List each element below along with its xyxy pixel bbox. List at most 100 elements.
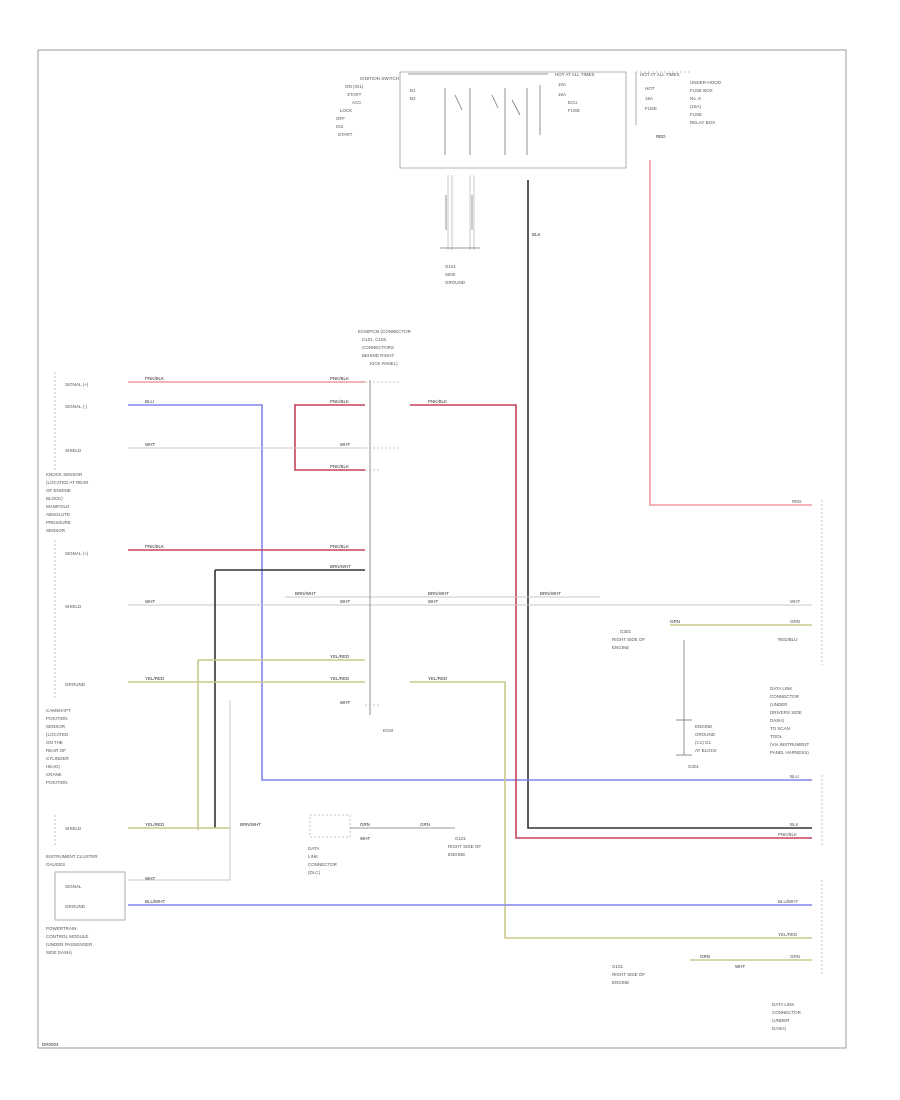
svg-text:GAUGES: GAUGES	[46, 862, 65, 867]
svg-text:G101: G101	[612, 964, 624, 969]
svg-text:RIGHT SIDE OF: RIGHT SIDE OF	[448, 844, 481, 849]
wire-label-red-right: RED	[792, 499, 802, 504]
hot-at-all-times-label-2: HOT AT ALL TIMES	[640, 72, 680, 77]
svg-text:ENGINE: ENGINE	[448, 852, 465, 857]
svg-text:WHT: WHT	[340, 599, 350, 604]
svg-text:BRN/WHT: BRN/WHT	[240, 822, 261, 827]
svg-text:PNK/BLK: PNK/BLK	[428, 399, 447, 404]
diagram-border	[37, 49, 847, 1049]
svg-text:ENGINE: ENGINE	[612, 645, 629, 650]
svg-text:DATA LINK: DATA LINK	[772, 1002, 794, 1007]
svg-text:GROUND: GROUND	[65, 682, 86, 687]
svg-text:15A: 15A	[558, 92, 566, 97]
svg-text:WHT: WHT	[735, 964, 745, 969]
svg-text:YEL/RED: YEL/RED	[778, 932, 798, 937]
svg-text:BLK: BLK	[532, 232, 541, 237]
page-id: DR0004	[42, 1042, 59, 1047]
svg-text:OF ENGINE: OF ENGINE	[46, 488, 71, 493]
svg-text:SIDE: SIDE	[445, 272, 456, 277]
svg-text:SENSOR: SENSOR	[46, 528, 66, 533]
svg-text:SIGNAL (-): SIGNAL (-)	[65, 404, 88, 409]
svg-text:GROUND: GROUND	[65, 904, 86, 909]
svg-text:SIDE DASH): SIDE DASH)	[46, 950, 72, 955]
svg-text:SIGNAL (+): SIGNAL (+)	[65, 551, 89, 556]
svg-text:RELAY BOX: RELAY BOX	[690, 120, 715, 125]
svg-text:WHT: WHT	[340, 700, 350, 705]
svg-text:YEL/RED: YEL/RED	[330, 676, 350, 681]
svg-text:CONNECTORS: CONNECTORS	[362, 345, 394, 350]
ignition-switch-box	[399, 71, 627, 169]
svg-text:ENGINE: ENGINE	[695, 724, 712, 729]
svg-text:GRN: GRN	[790, 619, 800, 624]
svg-text:YEL/RED: YEL/RED	[428, 676, 448, 681]
ecm-label: ECM	[383, 728, 393, 733]
left-component-4	[54, 871, 126, 921]
svg-text:GRN: GRN	[420, 822, 430, 827]
red-power-wire	[649, 160, 812, 506]
svg-text:UNDER-HOOD: UNDER-HOOD	[690, 80, 722, 85]
svg-text:CRANK: CRANK	[46, 772, 62, 777]
svg-text:POSITION: POSITION	[46, 716, 68, 721]
svg-text:B2: B2	[410, 96, 416, 101]
svg-text:GRN: GRN	[700, 954, 710, 959]
black-ground-wire	[527, 180, 812, 829]
svg-text:No. 6: No. 6	[690, 96, 701, 101]
wire-label-blu-1: BLU	[145, 399, 154, 404]
svg-text:MANIFOLD: MANIFOLD	[46, 504, 70, 509]
svg-text:15A: 15A	[645, 96, 653, 101]
ignition-connectors	[440, 175, 480, 250]
svg-text:BLOCK): BLOCK)	[46, 496, 63, 501]
svg-text:BRN/WHT: BRN/WHT	[330, 564, 351, 569]
svg-text:GRN: GRN	[360, 822, 370, 827]
svg-text:BRN/WHT: BRN/WHT	[428, 591, 449, 596]
yellow-wire-3	[410, 681, 812, 939]
svg-text:ECU: ECU	[568, 100, 578, 105]
svg-text:KNOCK SENSOR: KNOCK SENSOR	[46, 472, 83, 477]
svg-text:SENSOR: SENSOR	[46, 724, 66, 729]
svg-text:(UNDER: (UNDER	[770, 702, 788, 707]
svg-text:YEL/RED: YEL/RED	[330, 654, 350, 659]
svg-text:FUSE: FUSE	[690, 112, 702, 117]
svg-text:AT BLOCK: AT BLOCK	[695, 748, 717, 753]
svg-text:PNK/BLK: PNK/BLK	[778, 832, 797, 837]
hot-at-all-times-label-1: HOT AT ALL TIMES	[555, 72, 595, 77]
svg-text:POWERTRAIN: POWERTRAIN	[46, 926, 76, 931]
svg-text:HOT: HOT	[645, 86, 655, 91]
svg-text:(15A): (15A)	[690, 104, 702, 109]
svg-text:C101, C102,: C101, C102,	[362, 337, 387, 342]
svg-text:LINK: LINK	[308, 854, 318, 859]
svg-text:TOOL: TOOL	[770, 734, 783, 739]
svg-text:G301: G301	[688, 764, 700, 769]
svg-text:RED: RED	[656, 134, 666, 139]
dark-red-wire-right	[410, 404, 812, 839]
svg-text:10A: 10A	[558, 82, 566, 87]
svg-text:TO SCAN: TO SCAN	[770, 726, 790, 731]
svg-text:PNK/BLK: PNK/BLK	[145, 544, 164, 549]
svg-text:(UNDER PASSENGER: (UNDER PASSENGER	[46, 942, 93, 947]
svg-text:SIGNAL (+): SIGNAL (+)	[65, 382, 89, 387]
svg-text:(LOCATED: (LOCATED	[46, 732, 69, 737]
ecm-bus	[365, 380, 400, 715]
wire-label-pnk-blk-1: PNK/BLK	[145, 376, 164, 381]
svg-text:G301: G301	[620, 629, 632, 634]
svg-text:GRN: GRN	[670, 619, 680, 624]
svg-text:FUSE: FUSE	[645, 106, 657, 111]
svg-text:ABSOLUTE: ABSOLUTE	[46, 512, 70, 517]
svg-text:G101: G101	[455, 836, 467, 841]
svg-text:B1: B1	[410, 88, 416, 93]
svg-text:ACC: ACC	[352, 100, 362, 105]
svg-text:DASH): DASH)	[772, 1026, 787, 1031]
svg-text:SHIELD: SHIELD	[65, 604, 82, 609]
ignition-switch-label: IGNITION SWITCH	[360, 76, 399, 81]
svg-text:YEL/RED: YEL/RED	[145, 822, 165, 827]
svg-text:CONNECTOR: CONNECTOR	[770, 694, 800, 699]
svg-text:PNK/BLK: PNK/BLK	[330, 376, 349, 381]
svg-text:START: START	[338, 132, 353, 137]
blue-signal-wire	[128, 404, 812, 781]
svg-text:(VIA INSTRUMENT: (VIA INSTRUMENT	[770, 742, 810, 747]
svg-text:RIGHT SIDE OF: RIGHT SIDE OF	[612, 972, 645, 977]
svg-text:WHT: WHT	[340, 442, 350, 447]
svg-text:RIGHT SIDE OF: RIGHT SIDE OF	[612, 637, 645, 642]
svg-text:INSTRUMENT CLUSTER: INSTRUMENT CLUSTER	[46, 854, 98, 859]
dark-red-loop-wire	[294, 404, 365, 471]
